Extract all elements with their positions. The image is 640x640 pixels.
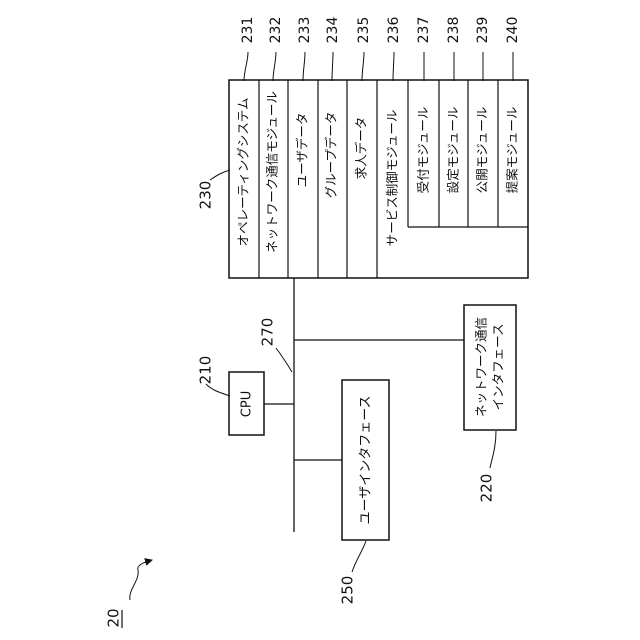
column-ref-232: 232 [268, 17, 284, 44]
network-interface-label-line1: ネットワーク通信 [474, 317, 489, 417]
storage-column-refs: 231 232 233 234 235 236 237 238 239 240 [240, 17, 521, 44]
cpu-label: CPU [240, 391, 255, 417]
cpu-ref-leader [206, 384, 230, 396]
cpu-ref-label: 210 [197, 356, 215, 385]
user-interface-label: ユーザインタフェース [359, 395, 374, 524]
submodule-label-238: 設定モジュール [446, 107, 461, 194]
storage-ref-leader [210, 170, 230, 180]
submodule-label-239: 公開モジュール [475, 107, 490, 194]
storage-column-label-233: ユーザデータ [295, 113, 310, 188]
network-interface-label-line2: インタフェース [491, 324, 506, 411]
column-ref-238: 238 [446, 17, 462, 44]
figure-ref-label: 20 [105, 608, 123, 627]
network-interface-ref-label: 220 [478, 474, 496, 503]
storage-column-label-235: 求人データ [354, 117, 369, 180]
storage-column-leaders [244, 52, 513, 81]
column-ref-236: 236 [386, 17, 402, 44]
column-ref-231: 231 [240, 17, 256, 44]
user-interface-block: ユーザインタフェース 250 [339, 380, 390, 604]
column-ref-240: 240 [505, 17, 521, 44]
storage-ref-label: 230 [197, 181, 215, 210]
cpu-block: CPU 210 [197, 356, 265, 435]
storage-column-label-231: オペレーティングシステム [236, 98, 251, 247]
storage-column-label-234: グループデータ [324, 112, 339, 199]
column-ref-234: 234 [325, 17, 341, 44]
figure-reference: 20 [105, 560, 153, 628]
user-interface-ref-label: 250 [339, 576, 357, 605]
user-interface-ref-leader [352, 541, 366, 572]
network-interface-block: ネットワーク通信 インタフェース 220 [464, 305, 516, 502]
submodule-label-237: 受付モジュール [416, 107, 431, 194]
storage-block: 230 オペレーティングシステム ネットワーク通信モジュール ユーザデータ グル… [197, 17, 529, 278]
figure-ref-arrow [130, 560, 152, 600]
submodule-label-240: 提案モジュール [505, 107, 520, 194]
column-ref-239: 239 [475, 17, 491, 44]
column-ref-233: 233 [297, 17, 313, 44]
column-ref-237: 237 [416, 17, 432, 44]
bus-ref-leader [276, 348, 292, 372]
storage-column-label-236: サービス制御モジュール [385, 110, 400, 247]
bus-ref-label: 270 [259, 318, 277, 347]
column-ref-235: 235 [356, 17, 372, 44]
network-interface-ref-leader [490, 431, 496, 468]
storage-column-label-232: ネットワーク通信モジュール [265, 91, 280, 253]
